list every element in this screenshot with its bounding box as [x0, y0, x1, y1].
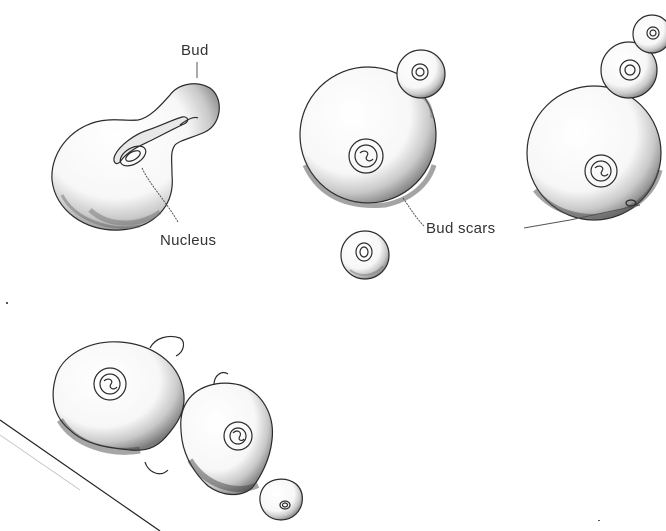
detached-daughter-cell — [341, 231, 389, 279]
bud-chain-second — [633, 15, 666, 53]
cell-cluster — [53, 336, 302, 520]
mother-cell-three — [527, 86, 661, 220]
label-nucleus: Nucleus — [160, 232, 216, 249]
bud-scar-leader-left — [403, 198, 424, 226]
mother-cell-with-bud — [52, 62, 219, 230]
label-bud: Bud — [181, 42, 209, 59]
label-bud-scars: Bud scars — [426, 220, 495, 237]
substrate-shadow — [0, 435, 80, 490]
attached-bud — [397, 50, 445, 98]
